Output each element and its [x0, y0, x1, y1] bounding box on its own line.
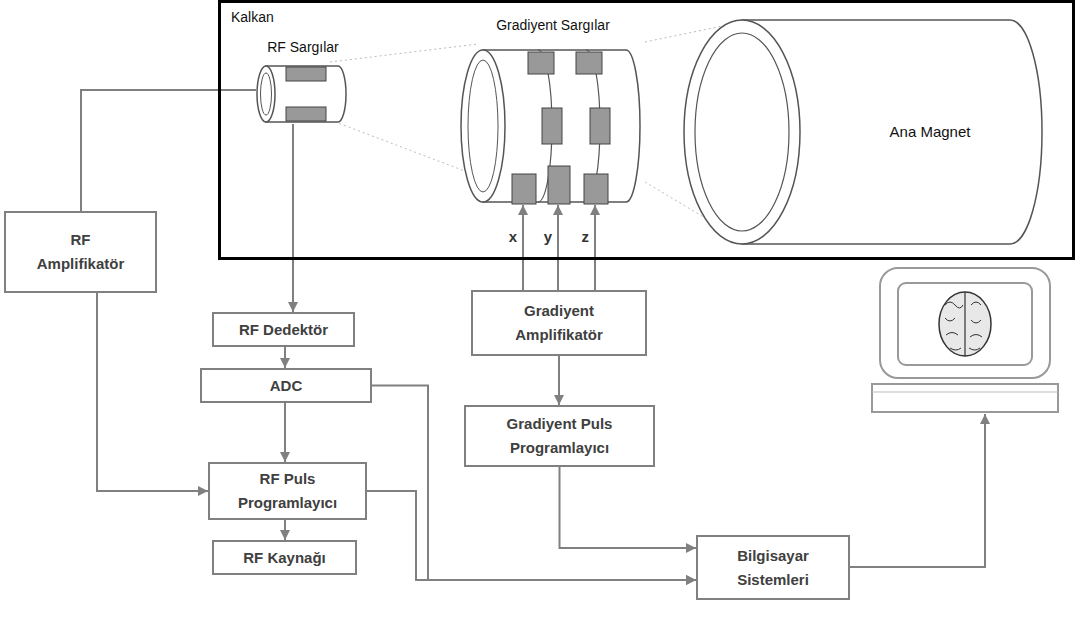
process-box: Bilgisayar Sistemleri [696, 535, 850, 600]
connector-arrow [560, 467, 697, 548]
monitor-symbol [872, 268, 1058, 412]
axis-label: x [507, 228, 519, 246]
rf-coil: RF Sargılar [256, 38, 350, 124]
part-label: Kalkan [231, 8, 274, 26]
main-magnet-drawing [680, 14, 1050, 250]
connector-arrow [558, 356, 560, 405]
connector-arrow [367, 491, 696, 580]
box-label: Gradiyent Puls Programlayıcı [495, 412, 625, 460]
box-label: RF Kaynağı [243, 546, 326, 570]
process-box: RF Puls Programlayıcı [208, 462, 367, 520]
connector-arrow [594, 205, 596, 290]
brain-image [939, 292, 991, 356]
box-label: ADC [270, 374, 303, 398]
connector-arrow [81, 90, 256, 211]
box-label: RF Amplifikatör [31, 228, 131, 276]
process-box: ADC [200, 368, 372, 403]
box-label: Gradiyent Amplifikatör [499, 299, 619, 347]
part-label: Ana Magnet [890, 123, 971, 141]
main-magnet: Ana Magnet [680, 14, 1050, 250]
part-label: RF Sargılar [256, 38, 350, 56]
connector-arrow [284, 347, 286, 368]
axis-label: z [580, 228, 592, 246]
axis-label: y [542, 228, 554, 246]
connector-arrow [372, 386, 696, 581]
connector-arrow [522, 205, 524, 290]
part-label: Gradiyent Sargılar [458, 16, 648, 34]
process-box: Gradiyent Amplifikatör [471, 290, 647, 356]
display-arrow [850, 414, 985, 567]
connector-arrow [97, 293, 208, 491]
box-label: Bilgisayar Sistemleri [713, 544, 833, 592]
connector-arrow [292, 124, 294, 312]
process-box: RF Dedektör [212, 312, 355, 347]
box-label: RF Dedektör [239, 318, 328, 342]
perspective-lines [330, 22, 742, 240]
process-box: RF Kaynağı [212, 540, 357, 575]
gradient-coil: Gradiyent Sargılar [458, 16, 648, 205]
connector-arrow [557, 205, 559, 290]
connector-arrow [284, 520, 286, 540]
shield-enclosure: Kalkan RF Sargılar Gradiyent SargılarAna M… [218, 0, 1075, 260]
connector-arrow [284, 403, 286, 462]
box-label: RF Puls Programlayıcı [228, 467, 348, 515]
gradient-coil-drawing [458, 16, 648, 205]
process-box: RF Amplifikatör [4, 211, 157, 293]
process-box: Gradiyent Puls Programlayıcı [464, 405, 655, 467]
